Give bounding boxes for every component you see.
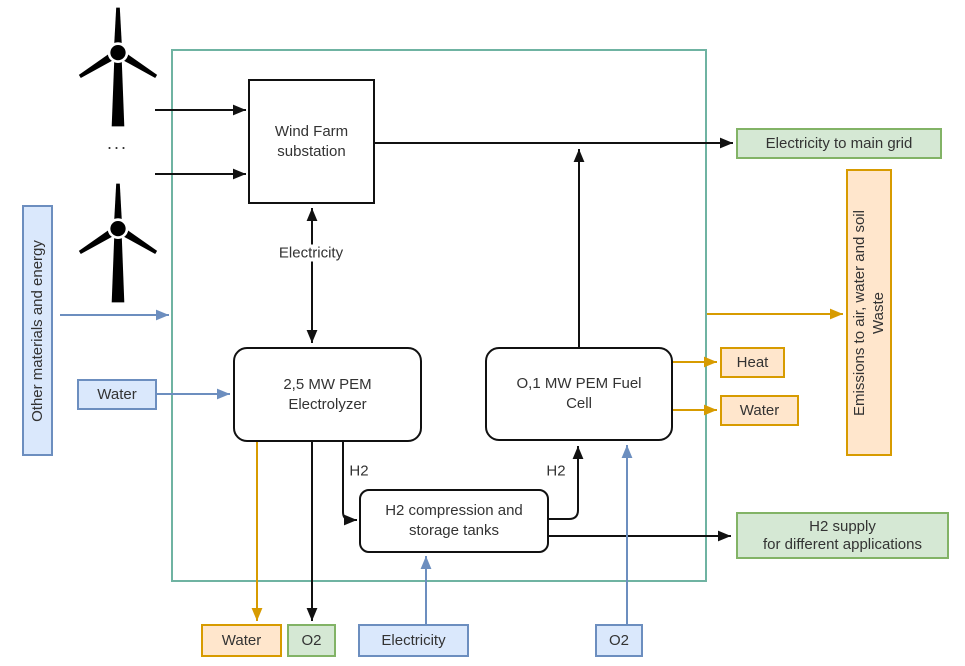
wind-turbine-icon bbox=[78, 7, 158, 127]
water-input-tag: Water bbox=[77, 379, 157, 410]
emissions-output-tag: Emissions to air, water and soil Waste bbox=[846, 169, 892, 456]
h2-storage-node: H2 compression and storage tanks bbox=[359, 489, 549, 553]
electrolyzer-o2-output-tag: O2 bbox=[287, 624, 336, 657]
grid-output-tag: Electricity to main grid bbox=[736, 128, 942, 159]
h2-supply-output-label: H2 supply for different applications bbox=[763, 517, 922, 553]
emissions-label: Emissions to air, water and soil Waste bbox=[850, 210, 888, 416]
o2-input-label: O2 bbox=[608, 631, 629, 649]
electrolyzer-o2-output-label: O2 bbox=[301, 631, 322, 649]
electrolyzer-node: 2,5 MW PEM Electrolyzer bbox=[233, 347, 422, 442]
wind-farm-substation-label: Wind Farm substation bbox=[274, 122, 349, 160]
other-materials-input-tag: Other materials and energy bbox=[22, 205, 53, 456]
wind-farm-substation-node: Wind Farm substation bbox=[248, 79, 375, 204]
o2-input-tag: O2 bbox=[595, 624, 643, 657]
electricity-input-label: Electricity bbox=[381, 631, 446, 649]
emissions-label-line1: Emissions to air, water and soil bbox=[851, 209, 869, 416]
electricity-input-tag: Electricity bbox=[358, 624, 469, 657]
heat-output-tag: Heat bbox=[720, 347, 785, 378]
electrolyzer-label: 2,5 MW PEM Electrolyzer bbox=[283, 375, 372, 413]
fuel-cell-water-output-label: Water bbox=[739, 401, 780, 419]
grid-output-label: Electricity to main grid bbox=[765, 134, 913, 152]
water-input-label: Water bbox=[97, 385, 137, 403]
fuel-cell-water-output-tag: Water bbox=[720, 395, 799, 426]
system-boundary-frame bbox=[171, 49, 707, 582]
ellipsis-dots: ... bbox=[107, 133, 129, 153]
h2-storage-label: H2 compression and storage tanks bbox=[385, 502, 523, 539]
h2-electrolyzer-flow-label: H2 bbox=[346, 462, 372, 480]
h2-fuelcell-flow-label: H2 bbox=[543, 462, 569, 480]
electrolyzer-water-output-tag: Water bbox=[201, 624, 282, 657]
electricity-flow-label: Electricity bbox=[275, 244, 347, 262]
wind-turbine-icon bbox=[78, 183, 158, 303]
other-materials-label: Other materials and energy bbox=[28, 239, 46, 422]
fuel-cell-label: O,1 MW PEM Fuel Cell bbox=[516, 375, 642, 412]
heat-output-label: Heat bbox=[736, 353, 769, 371]
h2-supply-output-tag: H2 supply for different applications bbox=[736, 512, 949, 559]
fuel-cell-node: O,1 MW PEM Fuel Cell bbox=[485, 347, 673, 441]
emissions-label-line2: Waste bbox=[870, 291, 888, 334]
electrolyzer-water-output-label: Water bbox=[221, 631, 262, 649]
